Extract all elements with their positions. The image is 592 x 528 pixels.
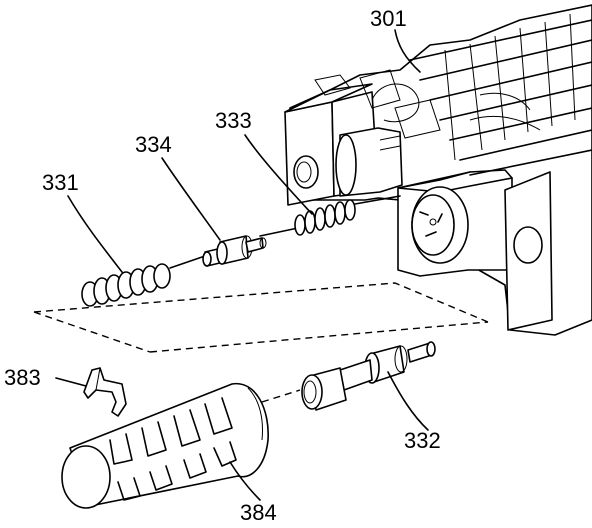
leader-334 xyxy=(161,157,221,241)
retaining-clip-383 xyxy=(83,367,127,417)
valve-body-housing-301 xyxy=(284,4,592,336)
label-384: 384 xyxy=(240,500,277,525)
label-383: 383 xyxy=(4,365,41,390)
valve-spool-332 xyxy=(301,341,436,411)
leader-301 xyxy=(394,29,421,73)
alignment-guide-dashed xyxy=(33,282,489,353)
plug-valve-334 xyxy=(169,235,267,269)
leader-331 xyxy=(67,195,123,273)
label-334: 334 xyxy=(135,132,172,157)
sleeve-384 xyxy=(61,382,269,509)
spring-331 xyxy=(81,263,171,307)
leader-333 xyxy=(244,134,313,215)
label-301: 301 xyxy=(370,6,407,31)
leader-332 xyxy=(387,371,429,431)
leader-383 xyxy=(55,377,87,387)
label-333: 333 xyxy=(215,108,252,133)
spring-333 xyxy=(259,195,401,237)
label-332: 332 xyxy=(404,428,441,453)
label-331: 331 xyxy=(42,170,79,195)
leader-384 xyxy=(229,461,261,501)
